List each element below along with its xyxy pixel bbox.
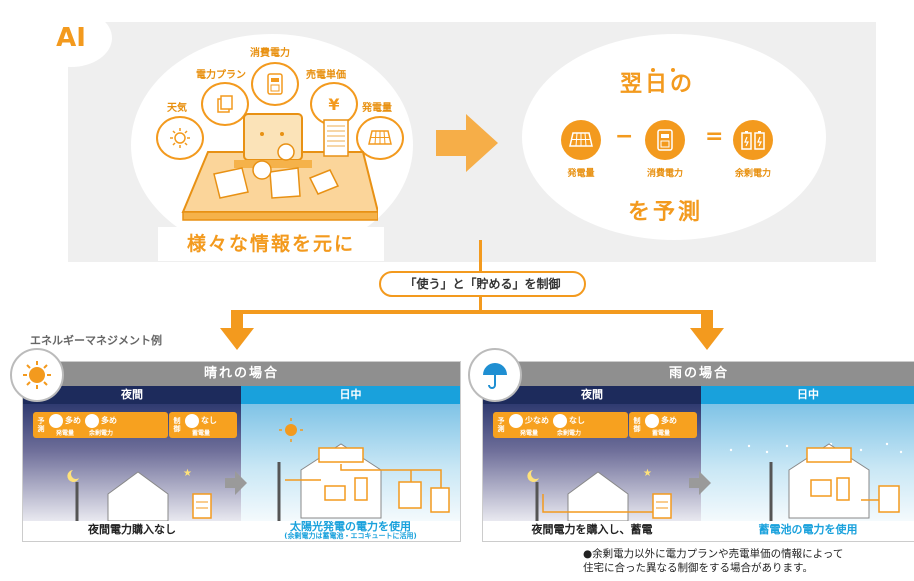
- solar-panel-icon: [509, 413, 523, 428]
- rainy-night-caption: 夜間電力を購入し、蓄電: [483, 521, 701, 539]
- consumption-label: 消費電力: [250, 48, 290, 59]
- next-arrow-icon: [689, 471, 711, 495]
- rainy-panel: 雨の場合 夜間 予測 少なめ発電量 なし余剰電力 制御 多め蓄電量 ★: [482, 361, 914, 542]
- solar-panel-icon: [49, 413, 63, 428]
- rainy-day-column: 日中 蓄電池の電力を使用: [701, 386, 914, 539]
- predict-tag: 予測: [497, 417, 505, 433]
- svg-text:★: ★: [643, 468, 652, 479]
- sunny-night-scene: 予測 多め発電量 多め余剰電力 制御 なし蓄電量 ★: [23, 404, 241, 521]
- umbrella-icon: [468, 348, 522, 402]
- night-house-illustration: ★: [527, 468, 672, 521]
- rainy-predict-card: 予測 少なめ発電量 なし余剰電力: [493, 412, 628, 438]
- battery-icon: [553, 413, 567, 428]
- plan-icon: [201, 82, 249, 126]
- forecast-predict-caption: を予測: [628, 200, 704, 225]
- forecast-consumption-label: 消費電力: [646, 169, 683, 179]
- storage-label: 蓄電量: [651, 429, 670, 437]
- plan-label: 電力プラン: [196, 70, 246, 81]
- minus-operator: −: [615, 124, 634, 149]
- rainy-control-card: 制御 多め蓄電量: [629, 412, 697, 438]
- footnote-line-1: ●余剰電力以外に電力プランや売電単価の情報によって: [583, 548, 844, 560]
- connector-line: [479, 240, 482, 271]
- footnote-line-2: 住宅に合った異なる制御をする場合があります。: [583, 562, 813, 574]
- forecast-generation-label: 発電量: [567, 169, 595, 179]
- predict-tag: 予測: [37, 417, 45, 433]
- storage-value: 多め: [661, 416, 677, 425]
- sunny-night-column: 夜間 予測 多め発電量 多め余剰電力 制御 なし蓄電量 ★: [23, 386, 241, 539]
- rainy-day-caption: 蓄電池の電力を使用: [701, 521, 914, 539]
- gen-value: 少なめ: [525, 416, 549, 425]
- sell-price-label: 売電単価: [306, 70, 346, 81]
- connector-line: [479, 297, 482, 310]
- next-arrow-icon: [225, 471, 247, 495]
- emphasis-dots: [647, 58, 687, 72]
- sunny-day-subcaption: (余剰電力は蓄電池・エコキュートに活用): [284, 532, 417, 540]
- sunny-day-column: 日中 太陽光発電の電力を使用: [241, 386, 460, 540]
- surplus-value: 多め: [101, 416, 117, 425]
- rainy-night-label: 夜間: [483, 386, 701, 404]
- sunny-day-caption: 太陽光発電の電力を使用: [290, 520, 411, 533]
- sunny-night-label: 夜間: [23, 386, 241, 404]
- ai-robot-desk-illustration: [181, 113, 378, 221]
- control-tag: 制御: [173, 417, 181, 433]
- footnote: ●余剰電力以外に電力プランや売電単価の情報によって 住宅に合った異なる制御をする…: [583, 547, 914, 575]
- meter-icon: [645, 413, 659, 428]
- forecast-surplus-label: 余剰電力: [734, 169, 771, 179]
- sunny-control-card: 制御 なし蓄電量: [169, 412, 237, 438]
- rainy-night-scene: 予測 少なめ発電量 なし余剰電力 制御 多め蓄電量 ★: [483, 404, 701, 521]
- forecast-title: 翌日の: [620, 72, 696, 97]
- sun-icon: [10, 348, 64, 402]
- surplus-value: なし: [569, 416, 585, 425]
- rainy-day-label: 日中: [701, 386, 914, 404]
- ai-badge: AI: [30, 9, 112, 67]
- equals-operator: =: [705, 124, 724, 149]
- storage-value: なし: [201, 416, 217, 425]
- sunny-panel: 晴れの場合 夜間 予測 多め発電量 多め余剰電力 制御 なし蓄電量 ★: [22, 361, 461, 542]
- meter-icon: [185, 413, 199, 428]
- night-house-illustration: ★: [67, 468, 212, 521]
- down-arrow-icon: [220, 310, 254, 350]
- svg-text:★: ★: [183, 468, 192, 479]
- meter-icon: [645, 120, 685, 160]
- sunny-day-caption-box: 太陽光発電の電力を使用 (余剰電力は蓄電池・エコキュートに活用): [241, 520, 460, 540]
- section-label: エネルギーマネジメント例: [30, 334, 162, 347]
- control-tag: 制御: [633, 417, 641, 433]
- weather-icon: [156, 116, 204, 160]
- sunny-title: 晴れの場合: [23, 362, 460, 386]
- main-caption: 様々な情報を元に: [158, 227, 384, 261]
- generation-label: 発電量: [362, 103, 392, 114]
- weather-label: 天気: [167, 103, 187, 114]
- control-caption: 「使う」と「貯める」を制御: [379, 271, 586, 297]
- battery-icon: [733, 120, 773, 160]
- storage-label: 蓄電量: [191, 429, 210, 437]
- day-house-illustration: [277, 418, 450, 521]
- gen-label: 発電量: [519, 429, 538, 437]
- rainy-day-scene: [701, 404, 914, 521]
- battery-icon: [85, 413, 99, 428]
- surplus-label: 余剰電力: [556, 429, 581, 437]
- rainy-title: 雨の場合: [483, 362, 914, 386]
- rainy-night-column: 夜間 予測 少なめ発電量 なし余剰電力 制御 多め蓄電量 ★: [483, 386, 701, 539]
- surplus-label: 余剰電力: [88, 429, 113, 437]
- right-arrow-icon: [436, 114, 498, 172]
- meter-icon: [251, 62, 299, 106]
- rain-house-illustration: [729, 442, 903, 521]
- branch-line: [235, 310, 707, 314]
- solar-panel-icon: [561, 120, 601, 160]
- sunny-predict-card: 予測 多め発電量 多め余剰電力: [33, 412, 168, 438]
- gen-label: 発電量: [55, 429, 74, 437]
- sunny-day-label: 日中: [241, 386, 460, 404]
- sunny-night-caption: 夜間電力購入なし: [23, 521, 241, 539]
- gen-value: 多め: [65, 416, 81, 425]
- sunny-day-scene: [241, 404, 460, 521]
- down-arrow-icon: [690, 310, 724, 350]
